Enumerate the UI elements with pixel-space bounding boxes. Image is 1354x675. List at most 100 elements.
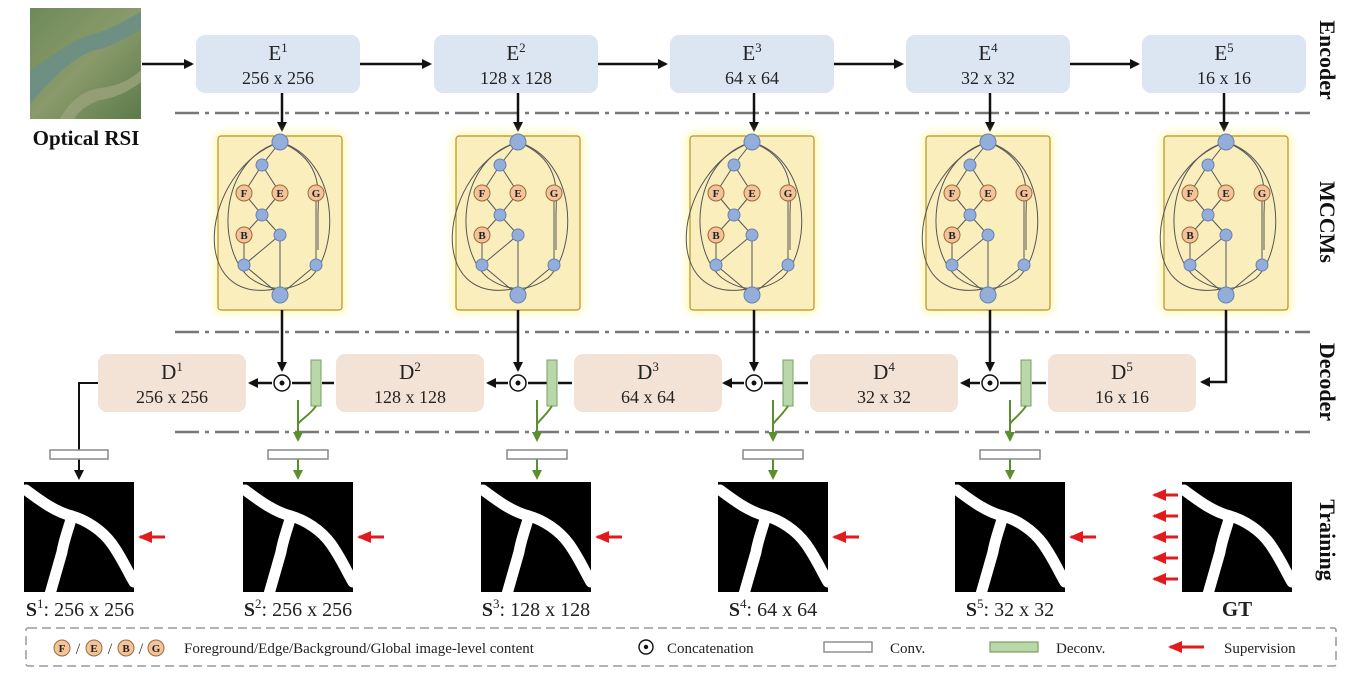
encoder-name-2: E [506,41,519,65]
legend-concat-icon [638,639,654,655]
supervision-arrows [138,489,1178,585]
mccm1-node-f: F [241,188,248,200]
decoder-size-3: 64 x 64 [621,387,675,407]
svg-text:D2: D2 [399,359,421,384]
output-size-4: : 64 x 64 [747,599,818,621]
decoder-block-2: D2 128 x 128 [336,354,484,412]
output-sup-1: 1 [37,596,44,611]
concat-node-4 [981,374,999,392]
output-name-2: S [244,599,255,621]
conv-bar-5 [979,449,1041,460]
encoder-size-2: 128 x 128 [480,68,552,88]
output-maps [24,482,1292,594]
output-map-3 [481,482,591,594]
legend-node-e: E [90,643,97,655]
output-name-5: S [966,599,977,621]
mccm-module-4: F E G B [921,133,1052,312]
concat-node-1 [273,374,291,392]
mccm-module-1: F E G B [213,133,344,312]
legend-content-nodes: F E B G / / / [53,639,165,658]
encoder-name-4: E [978,41,991,65]
legend-frame [25,627,1337,667]
encoder-name-5: E [1214,41,1227,65]
mccm3-node-g: G [784,188,793,200]
mccm1-node-e: E [276,188,283,200]
mccm2-node-f: F [479,188,486,200]
legend-concat-text: Concatenation [667,641,754,657]
concat-node-3 [745,374,763,392]
mccm5-node-f: F [1187,188,1194,200]
legend-node-b: B [122,643,130,655]
mccm3-node-f: F [713,188,720,200]
decoder-sup-3: 3 [652,359,659,374]
decoder-sup-5: 5 [1126,359,1133,374]
deconv-output-paths [293,400,1027,480]
deconv-bar-2 [310,359,322,407]
svg-text:E1: E1 [268,40,287,65]
legend-sep-1: / [76,641,81,658]
encoder-block-4: E4 32 x 32 [906,35,1070,93]
encoder-to-mccm-arrows [277,93,1229,132]
svg-text:S2: 256 x 256: S2: 256 x 256 [244,596,352,621]
mccm5-node-b: B [1186,230,1194,242]
mccm4-node-b: B [948,230,956,242]
decoder-block-4: D4 32 x 32 [810,354,958,412]
output-map-5 [955,482,1065,594]
legend-deconv-icon [989,641,1039,653]
mccm2-node-e: E [514,188,521,200]
gt-label: GT [1222,597,1252,621]
mccm1-node-g: G [312,188,321,200]
mccm4-node-e: E [984,188,991,200]
output-size-2: : 256 x 256 [262,599,353,621]
legend-conv-icon [823,641,873,653]
svg-text:S3: 128 x 128: S3: 128 x 128 [482,596,590,621]
decoder-size-1: 256 x 256 [136,387,208,407]
mccm-module-3: F E G B [685,133,816,312]
encoder-sup-5: 5 [1227,40,1234,55]
conv-bars [49,449,1041,460]
encoder-sup-2: 2 [519,40,526,55]
output-name-1: S [26,599,37,621]
mccm3-node-b: B [712,230,720,242]
decoder-name-3: D [637,360,652,384]
encoder-block-2: E2 128 x 128 [434,35,598,93]
svg-text:S1: 256 x 256: S1: 256 x 256 [26,596,134,621]
legend-supervision-text: Supervision [1224,641,1296,657]
decoder-name-1: D [161,360,176,384]
conv-bar-4 [742,449,804,460]
output-sup-3: 3 [493,596,500,611]
encoder-sup-3: 3 [755,40,762,55]
decoder-block-5: D5 16 x 16 [1048,354,1196,412]
output-sup-2: 2 [255,596,262,611]
encoder-block-5: E5 16 x 16 [1142,35,1306,93]
encoder-block-3: E3 64 x 64 [670,35,834,93]
svg-text:D4: D4 [873,359,895,384]
legend: F E B G / / / Foreground/Edge/Background… [25,627,1337,667]
row-label-encoder: Encoder [1315,20,1340,100]
encoder-sup-4: 4 [991,40,998,55]
encoder-size-1: 256 x 256 [242,68,314,88]
output-size-1: : 256 x 256 [44,599,135,621]
output-name-4: S [729,599,740,621]
svg-text:S5: 32 x 32: S5: 32 x 32 [966,596,1054,621]
encoder-sup-1: 1 [281,40,288,55]
legend-deconv-text: Deconv. [1056,641,1105,657]
output-sup-4: 4 [740,596,747,611]
mccm5-node-e: E [1222,188,1229,200]
deconv-bar-5 [1020,359,1032,407]
encoder-row: E1 256 x 256 E2 128 x 128 E3 64 x 64 E4 … [196,35,1306,93]
output-map-2 [243,482,353,594]
conv-bar-1 [49,449,109,460]
concat-node-2 [509,374,527,392]
decoder1-output-path [74,382,98,480]
decoder-sup-4: 4 [888,359,895,374]
encoder-name-3: E [742,41,755,65]
decoder-sup-2: 2 [414,359,421,374]
row-label-decoder: Decoder [1315,343,1340,421]
mccm3-node-e: E [748,188,755,200]
conv-bar-2 [267,449,329,460]
output-labels: S1: 256 x 256 S2: 256 x 256 S3: 128 x 12… [26,596,1252,621]
mccm4-node-f: F [949,188,956,200]
mccm4-node-g: G [1020,188,1029,200]
